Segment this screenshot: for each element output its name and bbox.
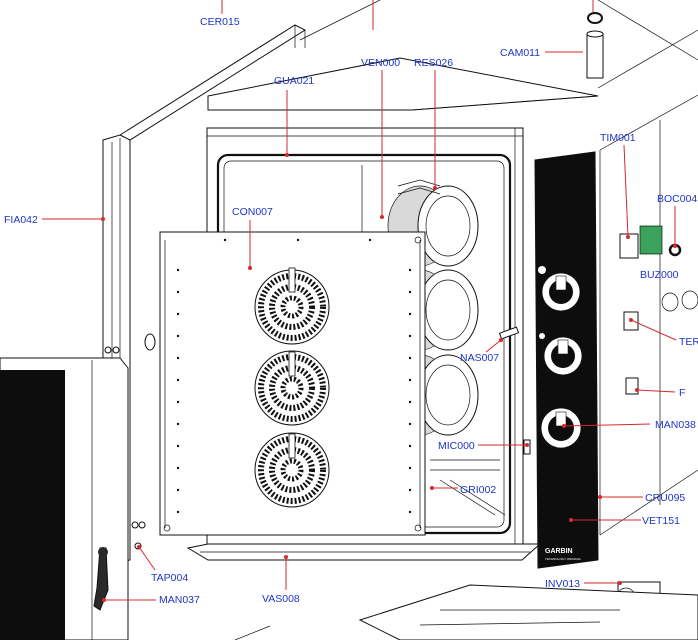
label-gri002: GRI002: [460, 484, 496, 496]
label-inv013: INV013: [545, 578, 580, 590]
label-tap004: TAP004: [151, 572, 188, 584]
oven-body: [299, 0, 698, 536]
label-man037: MAN037: [159, 594, 200, 606]
label-mic000: MIC000: [438, 440, 475, 452]
label-f-partial: F: [679, 387, 685, 399]
leader-lines: [42, 0, 677, 602]
drip-tray: [186, 543, 542, 561]
label-cru095: CRU095: [645, 492, 685, 504]
label-nas007: NAS007: [460, 352, 499, 364]
baffle-plate-con007: [159, 231, 426, 536]
label-vet151: VET151: [642, 515, 680, 527]
label-tim001: TIM001: [600, 132, 636, 144]
label-cam011: CAM011: [500, 47, 540, 59]
label-man038: MAN038: [655, 419, 696, 431]
label-ter: TER: [679, 336, 698, 348]
label-buz000: BUZ000: [640, 269, 679, 281]
label-ven000: VEN000: [361, 57, 400, 69]
label-res026: RES026: [414, 57, 453, 69]
label-boc004: BOC004: [657, 193, 697, 205]
brand-logo: GARBIN: [545, 548, 573, 555]
control-panel: GARBIN TECHNOLOGY ORIGINAL: [534, 151, 599, 569]
brand-subtitle: TECHNOLOGY ORIGINAL: [545, 557, 581, 561]
part-labels: CER015 CAM011 GUA021 VEN000 RES026 TIM00…: [4, 16, 698, 606]
label-vas008: VAS008: [262, 593, 300, 605]
label-cer015: CER015: [200, 16, 240, 28]
top-cover-plate: [207, 57, 599, 111]
label-con007: CON007: [232, 206, 273, 218]
label-gua021: GUA021: [274, 75, 314, 87]
label-fia042: FIA042: [4, 214, 38, 226]
front-door: [0, 333, 156, 640]
